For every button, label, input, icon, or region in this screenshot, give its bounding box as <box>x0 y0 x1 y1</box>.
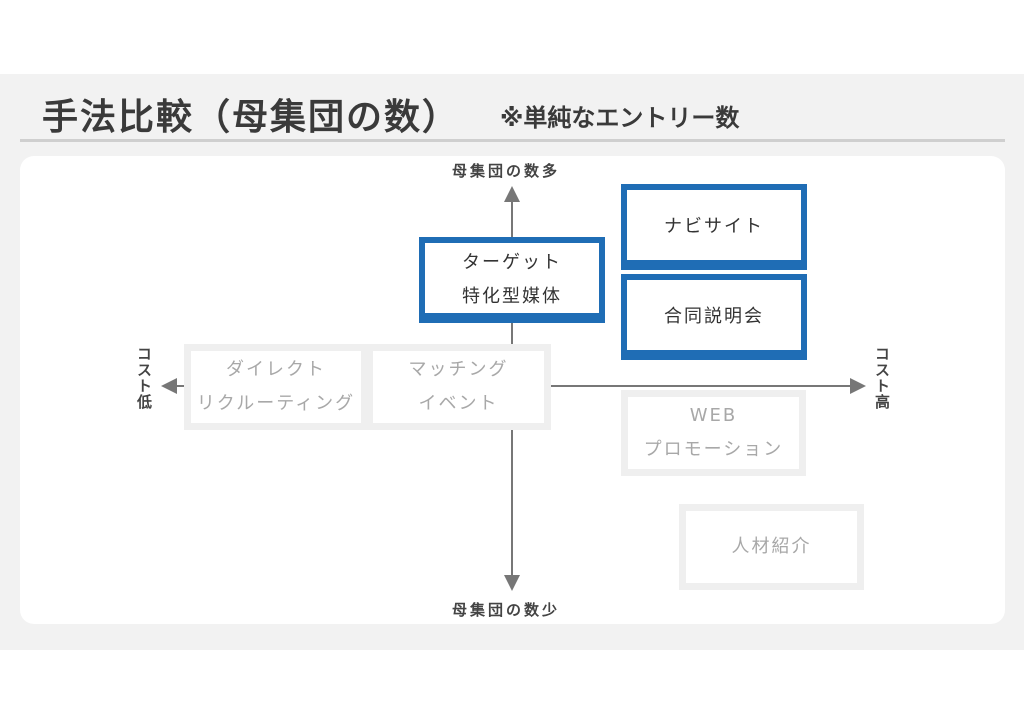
box-agency-line1: 人材紹介 <box>731 536 812 557</box>
box-target-line1: ターゲット <box>462 252 562 273</box>
box-matching-event: マッチング イベント <box>366 344 551 430</box>
box-direct-line1: ダイレクト <box>226 359 326 380</box>
box-target-media: ターゲット 特化型媒体 <box>419 237 605 323</box>
box-web-line2: プロモーション <box>643 439 784 460</box>
box-target-line2: 特化型媒体 <box>462 286 562 307</box>
title-divider <box>20 139 1005 142</box>
box-staffing-agency: 人材紹介 <box>679 504 864 590</box>
axis-label-left: コスト低 <box>135 346 153 410</box>
box-direct-recruiting: ダイレクト リクルーティング <box>184 344 368 430</box>
box-joint-seminar: 合同説明会 <box>621 274 807 360</box>
box-web-line1: WEB <box>689 405 738 426</box>
box-direct-line2: リクルーティング <box>196 393 356 414</box>
box-matching-line1: マッチング <box>408 359 509 380</box>
box-navi-line1: ナビサイト <box>664 216 764 237</box>
box-seminar-line1: 合同説明会 <box>664 306 764 327</box>
page-subtitle: ※単純なエントリー数 <box>500 104 740 132</box>
axis-label-right: コスト高 <box>873 346 891 410</box>
box-navi-site: ナビサイト <box>621 184 807 270</box>
axis-label-bottom: 母集団の数少 <box>452 601 561 619</box>
page-title: 手法比較（母集団の数） <box>42 97 461 138</box>
box-matching-line2: イベント <box>418 393 499 414</box>
box-web-promotion: WEB プロモーション <box>621 390 806 476</box>
axis-label-top: 母集団の数多 <box>452 162 561 180</box>
